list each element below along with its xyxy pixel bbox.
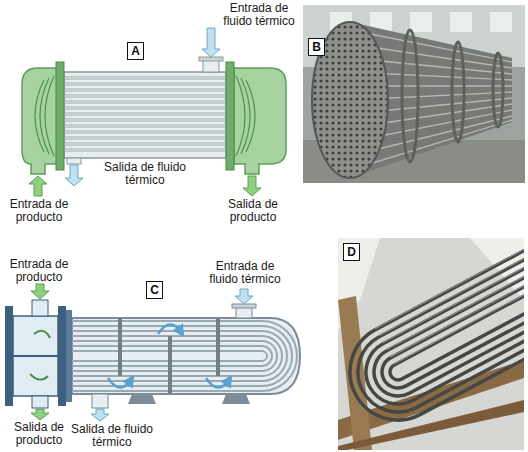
flange — [5, 306, 13, 406]
baffle — [168, 336, 172, 394]
tube-highlights — [64, 78, 226, 150]
right-header — [234, 68, 286, 174]
flow-label: Salida de fluido térmico — [70, 423, 154, 449]
tube-sheet — [226, 62, 234, 170]
nozzle — [32, 300, 48, 316]
flow-arrow — [206, 378, 229, 388]
callout-letter: C — [150, 283, 159, 297]
product-arrow — [29, 176, 47, 196]
tube-shine — [375, 249, 524, 364]
crate-board — [338, 400, 524, 450]
nozzle — [67, 158, 81, 164]
u-tube-exchanger — [5, 284, 300, 421]
saddle — [222, 394, 250, 404]
callout-letter-box: A — [127, 42, 144, 60]
flange — [58, 306, 66, 406]
nozzle — [92, 394, 108, 408]
callout-letter-box: D — [343, 243, 360, 261]
flow-label: Salida de fluido térmico — [95, 161, 195, 187]
support-plate — [452, 42, 464, 142]
channel-head — [13, 316, 58, 396]
callout-letter-box: B — [308, 38, 325, 56]
shell — [64, 72, 226, 158]
flow-arrow — [108, 378, 131, 388]
callout-letter: A — [131, 44, 140, 58]
flow-label: Entrada de producto — [5, 258, 73, 284]
fluid-arrow — [91, 409, 109, 421]
flow-label: Salida de producto — [218, 198, 288, 224]
support-plate — [402, 30, 418, 162]
tube-bundle — [64, 78, 226, 150]
nozzle — [203, 60, 219, 72]
flow-label: Entrada de producto — [5, 198, 73, 224]
product-arrow — [31, 284, 49, 299]
straight-tube-exchanger — [22, 28, 286, 196]
u-tube-bundle — [72, 321, 297, 391]
saddle — [128, 394, 156, 404]
baffle — [216, 318, 220, 376]
support-plate — [493, 53, 503, 127]
flow-label: Salida de producto — [5, 421, 73, 447]
photo-ground — [303, 5, 525, 183]
fluid-arrow — [65, 165, 83, 186]
pass-partition — [13, 355, 58, 357]
nozzle — [32, 396, 48, 408]
tube-sheet — [66, 310, 72, 402]
callout-letter-box: C — [146, 281, 163, 299]
flow-label: Entrada de fluido térmico — [200, 260, 290, 286]
fluid-arrow — [235, 289, 253, 304]
shell — [72, 318, 300, 394]
callout-letter: B — [312, 40, 321, 54]
photo-u-tubes — [338, 238, 524, 450]
baffle — [118, 318, 122, 376]
callout-letter: D — [347, 245, 356, 259]
fluid-arrow — [202, 28, 220, 57]
product-flow — [30, 331, 50, 380]
flow-label: Entrada de fluido térmico — [215, 2, 303, 28]
product-arrow — [31, 409, 49, 420]
tube-sheet — [56, 62, 64, 170]
photo-tube-bundle — [303, 5, 525, 183]
product-arrow — [243, 176, 261, 196]
flow-arrow — [158, 324, 181, 334]
